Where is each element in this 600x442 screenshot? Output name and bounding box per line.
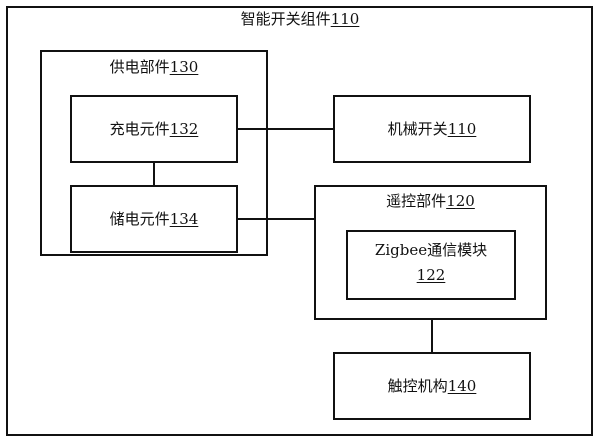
touch-mech-box (333, 352, 531, 420)
touch-mech-name: 触控机构 (387, 377, 448, 395)
connector-charge-to-mech-switch (238, 128, 333, 130)
charge-element-ref: 132 (169, 120, 199, 138)
connector-charge-to-storage (153, 163, 155, 185)
storage-element-label: 储电元件134 (70, 210, 238, 228)
power-unit-name: 供电部件 (109, 58, 170, 76)
smart-switch-assembly-ref: 110 (330, 10, 360, 28)
touch-mech-label: 触控机构140 (333, 377, 531, 395)
storage-element-ref: 134 (169, 210, 199, 228)
storage-element-box (70, 185, 238, 253)
touch-mech-ref: 140 (447, 377, 477, 395)
smart-switch-assembly-label: 智能开关组件110 (200, 10, 400, 28)
charge-element-label: 充电元件132 (70, 120, 238, 138)
mech-switch-label: 机械开关110 (333, 120, 531, 138)
storage-element-name: 储电元件 (109, 210, 170, 228)
zigbee-module-name: Zigbee通信模块 (374, 241, 488, 259)
charge-element-name: 充电元件 (109, 120, 170, 138)
zigbee-module-ref: 122 (416, 266, 446, 284)
mech-switch-name: 机械开关 (387, 120, 448, 138)
remote-unit-label: 遥控部件120 (314, 192, 547, 210)
remote-unit-name: 遥控部件 (386, 192, 447, 210)
remote-unit-ref: 120 (446, 192, 475, 210)
charge-element-box (70, 95, 238, 163)
connector-remote-to-touch (431, 320, 433, 352)
zigbee-module-box (346, 230, 516, 300)
mech-switch-box (333, 95, 531, 163)
smart-switch-assembly-name: 智能开关组件 (240, 10, 331, 28)
power-unit-label: 供电部件130 (40, 58, 268, 76)
connector-storage-to-remote (238, 218, 314, 220)
mech-switch-ref: 110 (447, 120, 477, 138)
power-unit-ref: 130 (169, 58, 199, 76)
